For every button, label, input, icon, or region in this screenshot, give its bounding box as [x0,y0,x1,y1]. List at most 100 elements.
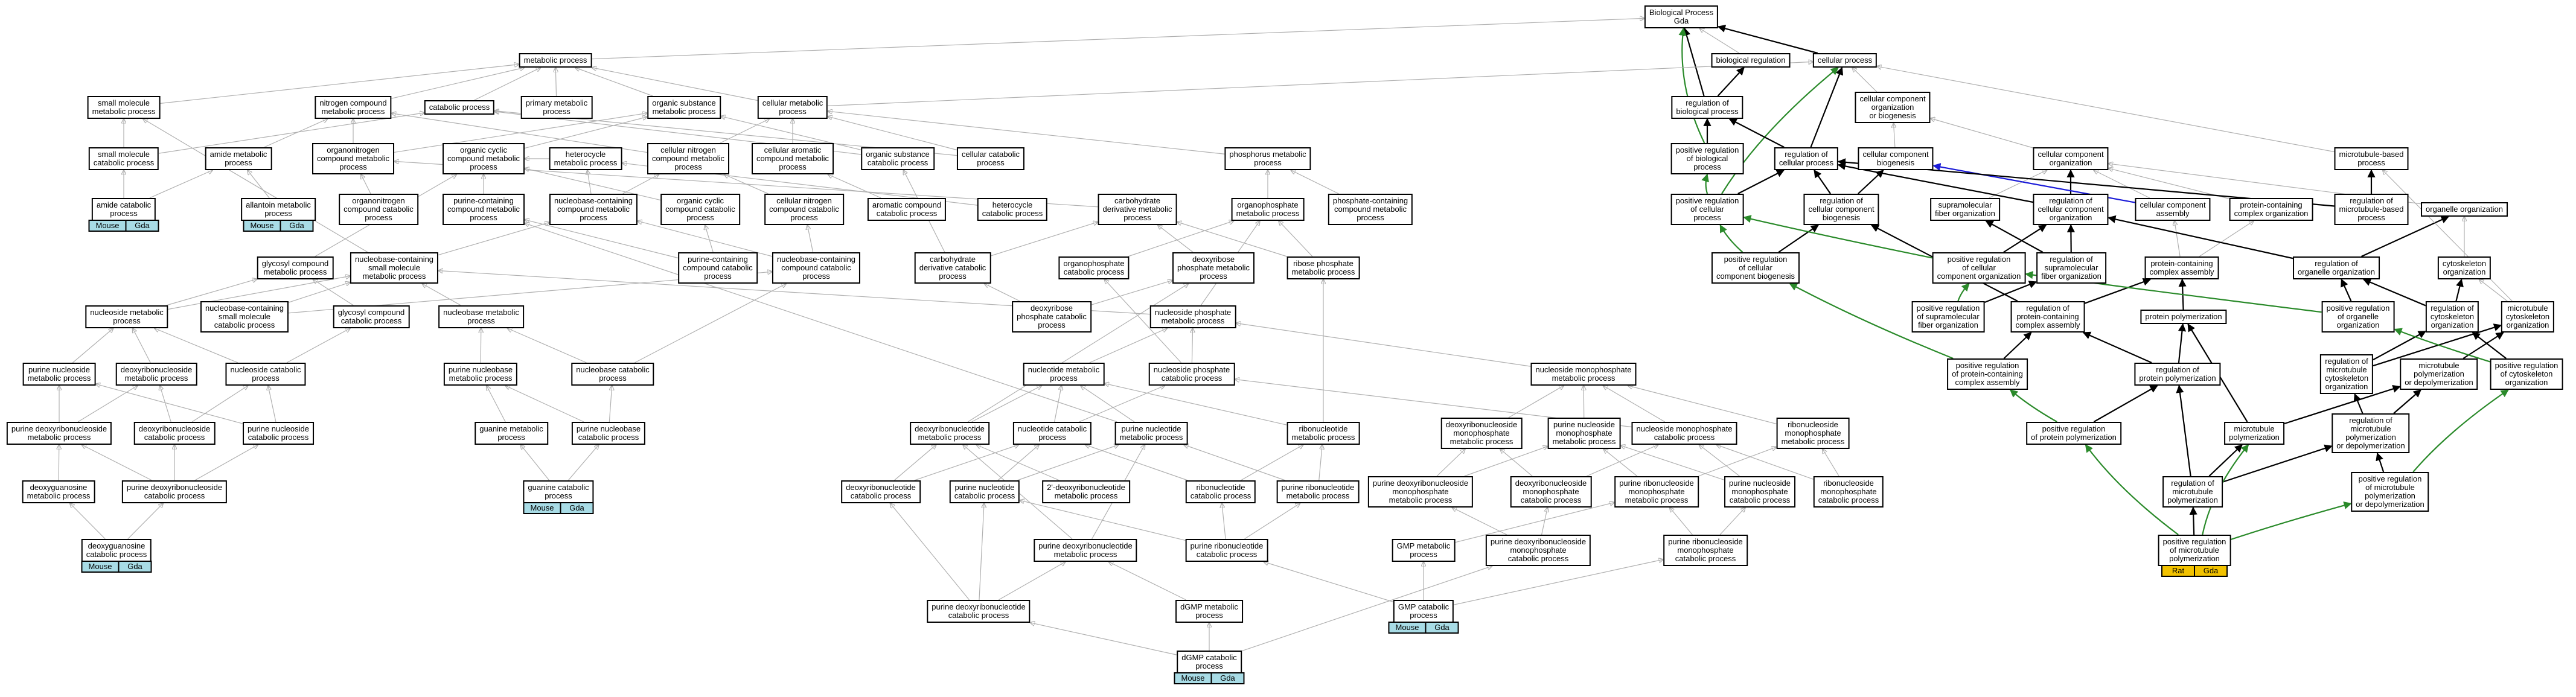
go-term-purnucmonomp[interactable]: purine nucleoside monophosphate metaboli… [1547,418,1621,449]
go-term-cellmet[interactable]: cellular metabolic process [757,96,828,119]
go-term-nbmp[interactable]: nucleobase metabolic process [438,305,524,328]
go-term-ribmonomp[interactable]: ribonucleoside monophosphate metabolic p… [1776,418,1850,449]
go-term-posregbio[interactable]: positive regulation of biological proces… [1670,143,1744,174]
go-term-deoxynuctidecat[interactable]: deoxyribonucleotide catabolic process [841,480,921,503]
go-term-nbcsmcat[interactable]: nucleobase-containing small molecule cat… [200,301,289,333]
go-term-posregprotpoly[interactable]: positive regulation of protein polymeriz… [2026,422,2121,445]
go-term-regccb[interactable]: regulation of cellular component biogene… [1803,194,1879,225]
go-term-guanmp[interactable]: guanine metabolic process [475,422,548,445]
go-term-orgcyccat[interactable]: organic cyclic compound catabolic proces… [660,194,740,225]
go-term-regmtpolydepoly[interactable]: regulation of microtubule polymerization… [2332,413,2410,453]
go-term-purribnuctidemp[interactable]: purine ribonucleotide metabolic process [1276,480,1360,503]
go-term-hetero[interactable]: heterocycle metabolic process [549,147,622,170]
go-term-deoxymonomp[interactable]: deoxyribonucleoside monophosphate metabo… [1440,418,1523,449]
go-term-orgorg[interactable]: organelle organization [2421,202,2508,217]
go-term-regprotpoly[interactable]: regulation of protein polymerization [2134,363,2221,386]
go-term-purribnuctidecat[interactable]: purine ribonucleotide catabolic process [1185,539,1268,562]
go-term-supramol[interactable]: supramolecular fiber organization [1930,198,2000,221]
go-term-purribmonomp[interactable]: purine ribonucleoside monophosphate meta… [1614,476,1699,508]
go-term-twodeoxynuctide[interactable]: 2'-deoxyribonucleotide metabolic process [1042,480,1130,503]
go-term-purcont[interactable]: purine-containing compound metabolic pro… [443,194,525,225]
go-term-deoxynuctidemp[interactable]: deoxyribonucleotide metabolic process [910,422,989,445]
go-term-pcco[interactable]: protein-containing complex organization [2229,198,2313,221]
go-term-mtpolydepoly[interactable]: microtubule polymerization or depolymeri… [2400,358,2478,390]
go-term-posregmtpolydepoly[interactable]: positive regulation of microtubule polym… [2351,472,2429,512]
go-term-posregccb[interactable]: positive regulation of cellular componen… [1711,252,1800,284]
go-term-purdeoxynuctidecat[interactable]: purine deoxyribonucleotide catabolic pro… [927,600,1031,623]
go-term-heterocat[interactable]: heterocycle catabolic process [977,198,1048,221]
go-term-purnucmonocat[interactable]: purine nucleoside monophosphate cataboli… [1724,476,1795,508]
go-term-deoxyguanmp[interactable]: deoxyguanosine metabolic process [22,480,95,503]
go-term-organophoscat[interactable]: organophosphate catabolic process [1058,256,1130,279]
go-term-posregsupra[interactable]: positive regulation of supramolecular fi… [1911,301,1985,333]
go-term-organoNcat[interactable]: organonitrogen compound catabolic proces… [339,194,418,225]
go-term-purribmonocat[interactable]: purine ribonucleoside monophosphate cata… [1663,535,1748,566]
go-term-ccassem[interactable]: cellular component assembly [2135,198,2211,221]
go-term-regmtcyt[interactable]: regulation of microtubule cytoskeleton o… [2319,354,2374,394]
go-term-deoxymonocat[interactable]: deoxyribonucleoside monophosphate catabo… [1510,476,1592,508]
go-term-regcco[interactable]: regulation of cellular component organiz… [2033,194,2109,225]
go-term-carbdercat[interactable]: carbohydrate derivative catabolic proces… [914,252,991,284]
go-term-cellproc[interactable]: cellular process [1812,53,1878,68]
go-term-posregpcassem[interactable]: positive regulation of protein-containin… [1947,358,2028,390]
go-term-bp[interactable]: Biological Process Gda [1644,5,1719,28]
go-term-deoxyguancat[interactable]: deoxyguanosine catabolic process [81,539,152,562]
go-term-dgmpcat[interactable]: dGMP catabolic process [1177,651,1242,673]
go-term-regpcassem[interactable]: regulation of protein-containing complex… [2010,301,2085,333]
go-term-nuctidecat[interactable]: nucleotide catabolic process [1012,422,1092,445]
go-term-cat[interactable]: catabolic process [424,100,495,115]
go-term-nucphos[interactable]: nucleoside phosphate metabolic process [1149,305,1236,328]
go-term-regbio[interactable]: regulation of biological process [1671,96,1743,119]
go-term-purnbcat[interactable]: purine nucleobase catabolic process [571,422,646,445]
go-term-purdeoxynucmonocat[interactable]: purine deoxyribonucleoside monophosphate… [1485,535,1591,566]
go-term-cellarom[interactable]: cellular aromatic compound metabolic pro… [752,143,834,174]
go-term-organophos[interactable]: organophosphate metabolic process [1231,198,1305,221]
go-term-prim[interactable]: primary metabolic process [520,96,593,119]
go-term-purdeoxynucmonomp[interactable]: purine deoxyribonucleoside monophosphate… [1367,476,1474,508]
go-term-gmpcat[interactable]: GMP catabolic process [1393,600,1454,623]
go-term-regcell[interactable]: regulation of cellular process [1774,147,1839,170]
go-term-cellN[interactable]: cellular nitrogen compound metabolic pro… [647,143,729,174]
go-term-cellcat[interactable]: cellular catabolic process [956,147,1025,170]
go-term-purdeoxynuctidemp[interactable]: purine deoxyribonucleotide metabolic pro… [1034,539,1137,562]
go-term-nucmonocat[interactable]: nucleoside monophosphate catabolic proce… [1631,422,1737,445]
go-term-regorg[interactable]: regulation of organelle organization [2293,256,2380,279]
go-term-gmpmp[interactable]: GMP metabolic process [1392,539,1456,562]
go-term-ribnuctidecat[interactable]: ribonucleotide catabolic process [1185,480,1256,503]
go-term-mtpoly[interactable]: microtubule polymerization [2224,422,2284,445]
go-term-bioreg[interactable]: biological regulation [1711,53,1791,68]
go-term-purcontcat[interactable]: purine-containing compound catabolic pro… [678,252,758,284]
go-term-ribnuctidemp[interactable]: ribonucleotide metabolic process [1286,422,1360,445]
go-term-ccob[interactable]: cellular component organization or bioge… [1855,92,1931,123]
go-term-amide_mp[interactable]: amide metabolic process [205,147,272,170]
go-term-dgmpmp[interactable]: dGMP metabolic process [1175,600,1243,623]
go-term-nbcont[interactable]: nucleobase-containing compound metabolic… [549,194,638,225]
go-term-posregcyt[interactable]: positive regulation of cytoskeleton orga… [2490,358,2563,390]
go-term-cco[interactable]: cellular component organization [2033,147,2109,170]
go-term-orgcyc[interactable]: organic cyclic compound metabolic proces… [443,143,525,174]
go-term-orgsubcat[interactable]: organic substance catabolic process [861,147,935,170]
go-term-cellNcat[interactable]: cellular nitrogen compound catabolic pro… [764,194,844,225]
go-term-nucmonophos[interactable]: nucleoside monophosphate metabolic proce… [1530,363,1637,386]
go-term-purdeoxynuccat[interactable]: purine deoxyribonucleoside catabolic pro… [121,480,228,503]
go-term-posregcell[interactable]: positive regulation of cellular process [1670,194,1744,225]
go-term-sm_mp[interactable]: small molecule metabolic process [87,96,161,119]
go-term-nuccat[interactable]: nucleoside catabolic process [225,363,306,386]
go-term-deoxynuccat[interactable]: deoxyribonucleoside catabolic process [133,422,216,445]
go-term-deoxynucmp[interactable]: deoxyribonucleoside metabolic process [115,363,197,386]
go-term-regmtpoly[interactable]: regulation of microtubule polymerization [2162,476,2223,508]
go-term-purnbmp[interactable]: purine nucleobase metabolic process [443,363,518,386]
go-term-nucmp[interactable]: nucleoside metabolic process [85,305,168,328]
go-term-posregmtpoly[interactable]: positive regulation of microtubule polym… [2158,535,2231,566]
go-term-nbcsm[interactable]: nucleobase-containing small molecule met… [350,252,439,284]
go-term-deoxyphoscat[interactable]: deoxyribose phosphate catabolic process [1012,301,1091,333]
go-term-aromcat[interactable]: aromatic compound catabolic process [867,198,947,221]
go-term-orgsub[interactable]: organic substance metabolic process [647,96,721,119]
go-term-allant[interactable]: allantoin metabolic process [241,198,316,221]
go-term-posregorg[interactable]: positive regulation of organelle organiz… [2321,301,2395,333]
go-term-deoxyphos[interactable]: deoxyribose phosphate metabolic process [1172,252,1254,284]
go-term-nbcontcat[interactable]: nucleobase-containing compound catabolic… [772,252,861,284]
go-term-regsupra[interactable]: regulation of supramolecular fiber organ… [2036,252,2106,284]
go-term-ccb[interactable]: cellular component biogenesis [1858,147,1934,170]
go-term-purdeoxynucmp[interactable]: purine deoxyribonucleoside metabolic pro… [6,422,112,445]
